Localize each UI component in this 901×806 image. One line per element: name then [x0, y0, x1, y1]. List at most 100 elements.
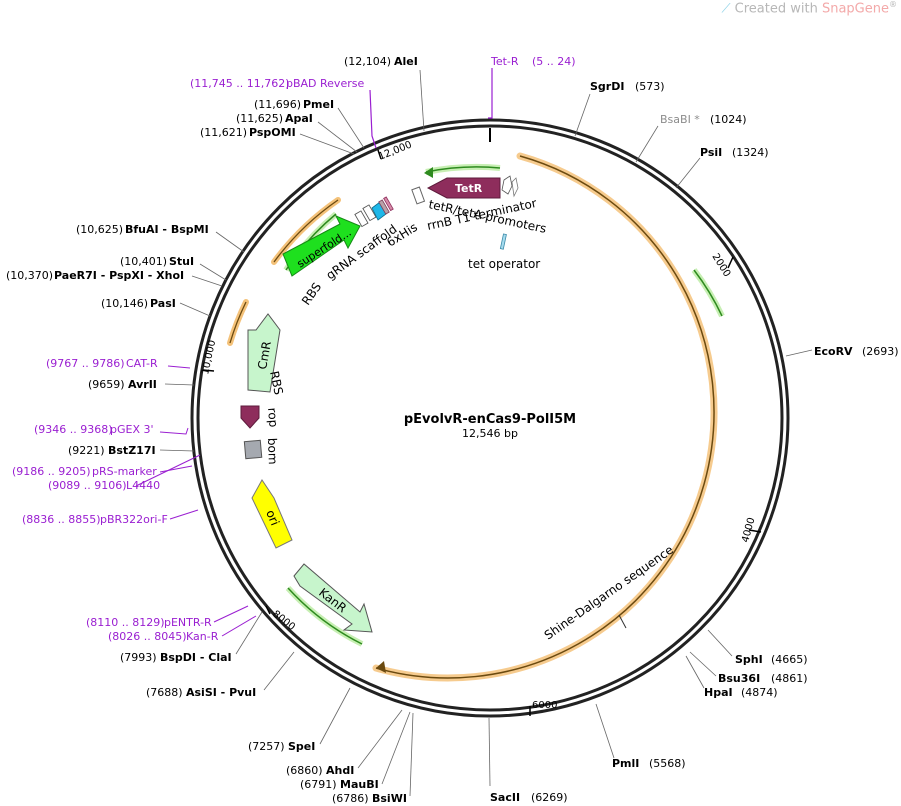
green-arc-top-arrowhead [424, 167, 433, 178]
primer-tetr-name: Tet-R [490, 55, 519, 68]
primer-l4440-name: L4440 [126, 479, 160, 492]
site-pspomi-pos: (11,621) [200, 126, 247, 139]
tick-label-6000: 6000 [532, 700, 557, 711]
tetr-promoter-mark-2 [511, 177, 519, 198]
leader-pmei [337, 107, 365, 149]
site-apai-name: ApaI [285, 112, 313, 125]
site-alei-name: AleI [394, 55, 418, 68]
site-sacii-pos: (6269) [531, 791, 568, 804]
site-avrii-name: AvrII [128, 378, 157, 391]
site-pmei-pos: (11,696) [254, 98, 301, 111]
site-hpai-pos: (4874) [741, 686, 778, 699]
site-pmli-name: PmlI [612, 757, 639, 770]
site-bsu36i-pos: (4861) [771, 672, 808, 685]
leader-clai [235, 611, 263, 655]
tet-operator-mark [499, 233, 507, 250]
left-site-leaders [159, 69, 425, 797]
leader-pmli [595, 703, 615, 759]
tetr-arrow [426, 177, 501, 199]
site-bstz17i-name: BstZ17I [108, 444, 156, 457]
primer-l4440-pos: (9089 .. 9106) [48, 479, 127, 492]
leader-xhoi [191, 275, 223, 287]
site-bsabi-pos: (1024) [710, 113, 747, 126]
site-sacii-name: SacII [490, 791, 520, 804]
leader-ahdi [357, 709, 403, 769]
primer-leaders [135, 68, 493, 637]
primer-pbr322-pos: (8836 .. 8855) [22, 513, 101, 526]
leader-kan-r [221, 615, 257, 637]
site-pmei-name: PmeI [303, 98, 334, 111]
scaffold-box-2 [362, 204, 377, 222]
site-sgrdi-name: SgrDI [590, 80, 624, 93]
site-sphi-name: SphI [735, 653, 763, 666]
primer-pentr-pos: (8110 .. 8129) [86, 616, 165, 629]
site-bsiwi-name: BsiWI [372, 792, 407, 805]
cmr-feature: CmR [247, 313, 281, 393]
watermark-brand: SnapGene [821, 1, 889, 17]
site-ahdi-name: AhdI [326, 764, 354, 777]
tetr-feature: TetR [426, 175, 519, 199]
site-bsu36i-name: Bsu36I [718, 672, 760, 685]
leader-apai [317, 121, 358, 153]
leader-psii [675, 157, 701, 189]
tet-operator-label: tet operator [468, 257, 540, 271]
bom-label: bom [265, 438, 280, 465]
primer-pbad-name: pBAD Reverse [286, 77, 364, 90]
site-bstz17i-pos: (9221) [68, 444, 105, 457]
primer-prs-name: pRS-marker [92, 465, 157, 478]
site-bfuai-name: BfuAI - BspMI [125, 223, 209, 236]
site-avrii-pos: (9659) [88, 378, 125, 391]
leader-l4440 [135, 454, 201, 487]
primer-tetr-pos: (5 .. 24) [532, 55, 576, 68]
leader-alei [419, 69, 425, 132]
shine-dalgarno-tick [618, 614, 627, 629]
plasmid-size: 12,546 bp [462, 427, 518, 440]
site-ahdi-pos: (6860) [286, 764, 323, 777]
leader-hpai [685, 655, 705, 689]
scaffold-box-1 [354, 210, 369, 228]
site-xhoi-pos: (10,370) [6, 269, 53, 282]
leader-bsiwi [409, 712, 414, 797]
leader-pspomi [299, 133, 355, 155]
leader-sacii [488, 717, 491, 787]
kanr-feature: KanR [293, 563, 373, 633]
site-clai-pos: (7993) [120, 651, 157, 664]
ori-feature: ori [251, 479, 293, 549]
site-bsabi-name: BsaBI * [660, 113, 700, 126]
leader-prs [159, 465, 193, 473]
tick-label-8000: 8000 [270, 609, 297, 633]
green-arc-kanr-line [287, 587, 363, 645]
site-ecorv-pos: (2693) [862, 345, 899, 358]
rbs-label-1: RBS [299, 280, 324, 308]
site-stui-name: StuI [169, 255, 194, 268]
leader-bsu36i [689, 651, 717, 677]
site-pasi-name: PasI [150, 297, 176, 310]
site-spei-pos: (7257) [248, 740, 285, 753]
scaffold-mauve-mark [378, 199, 390, 215]
leader-avrii [164, 383, 195, 386]
primer-cat-r-pos: (9767 .. 9786) [46, 357, 125, 370]
bom-box [243, 439, 263, 460]
leader-spei [319, 687, 351, 745]
rop-label: rop [265, 407, 281, 428]
site-pmli-pos: (5568) [649, 757, 686, 770]
leader-maubi [381, 711, 411, 785]
site-pvui-pos: (7688) [146, 686, 183, 699]
primer-kan-r-pos: (8026 .. 8045) [108, 630, 187, 643]
site-xhoi-name: PaeR7I - PspXI - XhoI [54, 269, 184, 282]
watermark-reg: ® [889, 0, 897, 9]
cmr-label: CmR [255, 340, 274, 370]
leader-sgrdi [574, 93, 591, 137]
tick-10000 [202, 369, 215, 372]
primer-prs-pos: (9186 .. 9205) [12, 465, 91, 478]
site-bfuai-pos: (10,625) [76, 223, 123, 236]
primer-pbad-pos: (11,745 .. 11,762) [190, 77, 290, 90]
tick-label-10000: 10,000 [200, 339, 218, 376]
site-psii-name: PsiI [700, 146, 722, 159]
leader-pbr322 [169, 509, 199, 520]
leader-pvui [263, 651, 295, 691]
snapgene-watermark: ⟋ Created with SnapGene® [721, 0, 897, 16]
tetr-promoter-mark [501, 175, 513, 195]
leader-bsabi [635, 125, 659, 163]
site-ecorv-name: EcoRV [814, 345, 853, 358]
